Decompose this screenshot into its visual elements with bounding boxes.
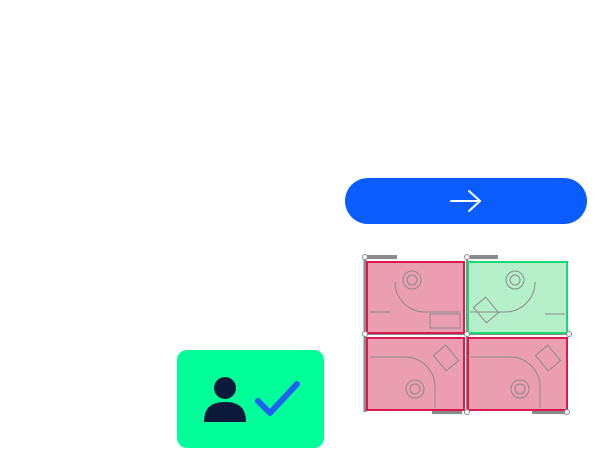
check-icon — [254, 381, 300, 416]
wall-joints — [362, 254, 572, 415]
desk-bottom-left[interactable] — [366, 337, 465, 411]
desk-bottom-right[interactable] — [467, 337, 568, 411]
arrow-right-icon — [450, 190, 481, 212]
next-button[interactable] — [345, 178, 587, 224]
floor-plan — [360, 252, 576, 418]
user-confirmed-badge — [177, 350, 324, 448]
user-icon — [203, 377, 246, 422]
desk-top-right[interactable] — [467, 261, 568, 334]
desk-top-left[interactable] — [366, 261, 465, 334]
